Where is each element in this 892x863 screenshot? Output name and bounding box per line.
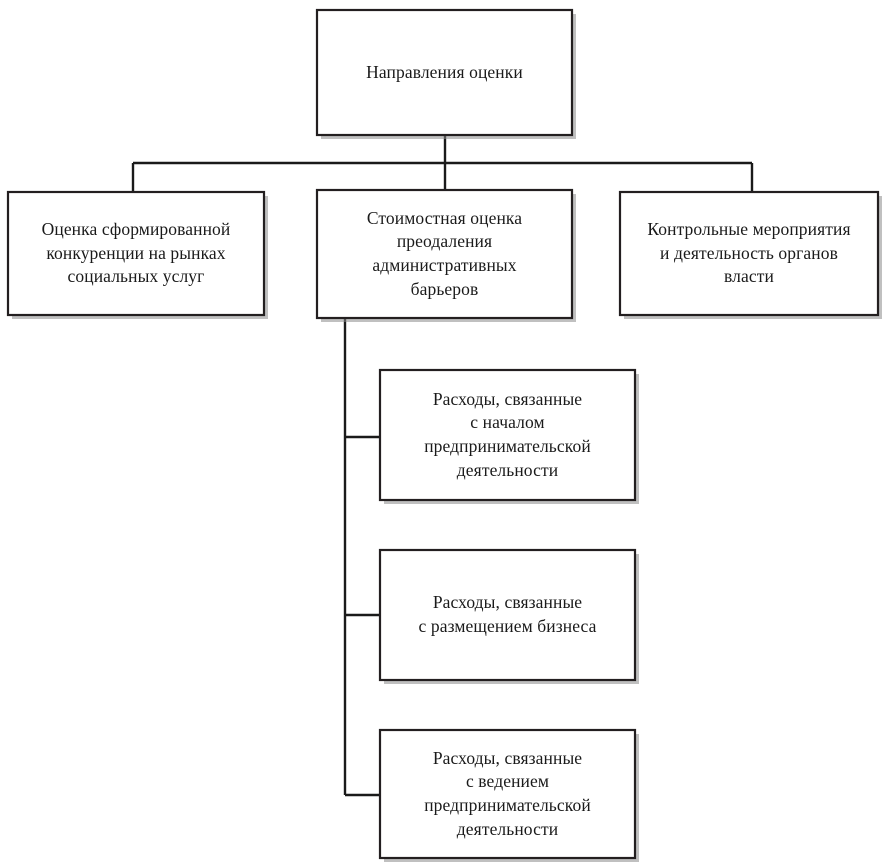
node-label-costs-business-location: Расходы, связанные с размещением бизнеса (418, 592, 597, 636)
node-costs-business-location[interactable] (378, 548, 639, 684)
node-costs-business-conduct[interactable] (378, 728, 639, 862)
node-label-control-measures-authorities: Контрольные мероприятия и деятельность о… (647, 219, 851, 287)
node-label-assessment-competition: Оценка сформированной конкуренции на рын… (41, 219, 231, 287)
connector-group-level1-to-level2 (131, 135, 754, 192)
node-costs-business-start[interactable] (378, 368, 639, 504)
node-assessment-competition[interactable] (6, 190, 268, 319)
node-label-costs-business-conduct: Расходы, связанные с ведением предприним… (424, 747, 591, 839)
node-label-cost-assessment-barriers: Стоимостная оценка преодаления администр… (366, 207, 523, 299)
node-control-measures-authorities[interactable] (618, 190, 882, 319)
node-root[interactable] (315, 8, 576, 139)
node-label-root: Направления оценки (366, 61, 523, 82)
connector-group-level2-to-level3 (343, 318, 380, 797)
node-cost-assessment-barriers[interactable] (315, 188, 576, 322)
node-label-costs-business-start: Расходы, связанные с началом предпринима… (424, 388, 591, 480)
